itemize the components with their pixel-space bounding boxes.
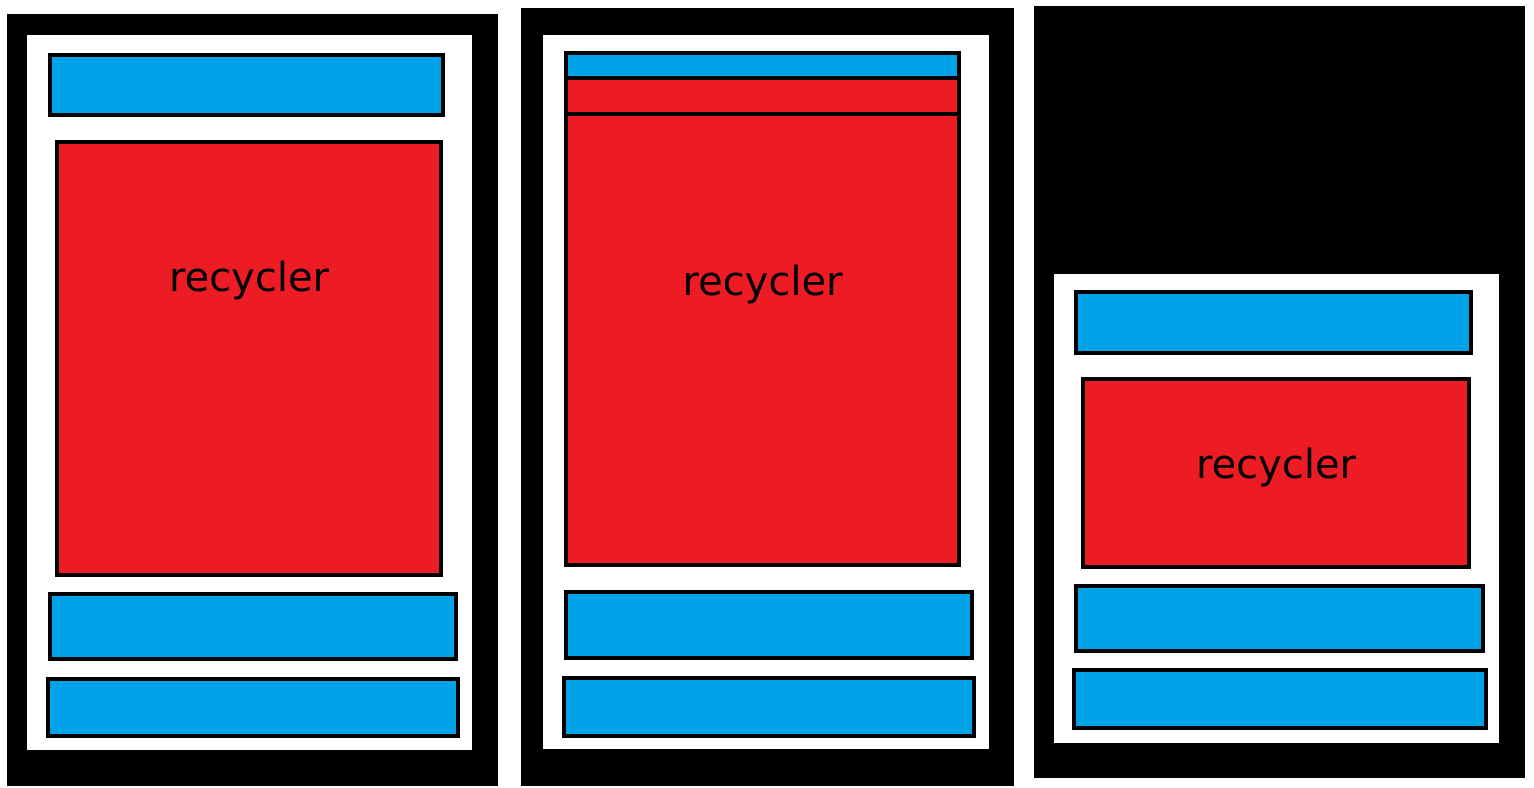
bottom-bar-1b — [46, 677, 460, 738]
recycler-3: recycler — [1081, 377, 1471, 569]
bottom-bar-3a — [1074, 584, 1485, 653]
top-bar-1 — [48, 53, 445, 117]
recycler-label-1: recycler — [169, 255, 329, 301]
top-bar-3 — [1074, 290, 1473, 355]
bottom-bar-3b — [1072, 668, 1488, 730]
bottom-bar-1a — [48, 592, 458, 661]
bottom-bar-2b — [562, 676, 976, 738]
recycler-1: recycler — [55, 140, 443, 577]
recycler-divider-2 — [568, 112, 958, 116]
recycler-2: recycler — [564, 76, 961, 567]
recycler-label-3: recycler — [1196, 442, 1356, 488]
recycler-label-2: recycler — [682, 259, 843, 305]
bottom-bar-2a — [564, 590, 974, 660]
